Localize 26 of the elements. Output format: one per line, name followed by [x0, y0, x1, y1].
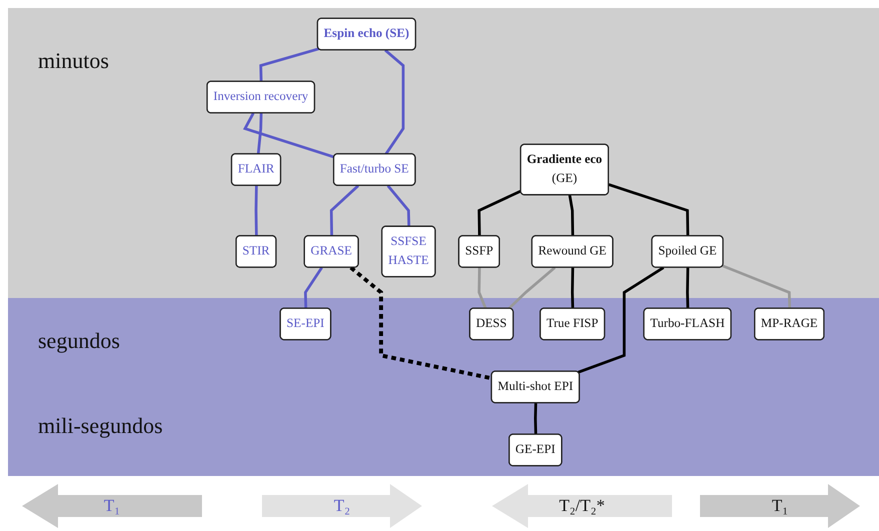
- arrow-label: T₁: [104, 496, 120, 516]
- connector: [508, 266, 556, 310]
- connector: [570, 268, 574, 309]
- connector: [256, 113, 263, 154]
- connector: [384, 49, 405, 155]
- arrow-label: T₂: [334, 496, 350, 516]
- connector: [534, 403, 538, 435]
- connector: [259, 47, 320, 82]
- connector: [330, 184, 360, 236]
- connector: [254, 186, 258, 236]
- connector: [350, 266, 492, 380]
- connector: [722, 264, 792, 309]
- time-scale-label: mili-segundos: [38, 413, 163, 439]
- connector: [478, 268, 487, 310]
- time-scale-label: minutos: [38, 48, 109, 74]
- connector: [568, 194, 574, 236]
- time-scale-label: segundos: [38, 328, 120, 354]
- connector: [608, 183, 690, 236]
- connector: [686, 268, 690, 309]
- connector: [386, 184, 410, 227]
- connector: [578, 266, 664, 374]
- arrow-label: T₂/T₂*: [559, 496, 605, 516]
- arrow-label: T₁: [772, 496, 788, 516]
- connector: [478, 190, 522, 236]
- connector: [243, 112, 335, 158]
- connector: [304, 266, 323, 309]
